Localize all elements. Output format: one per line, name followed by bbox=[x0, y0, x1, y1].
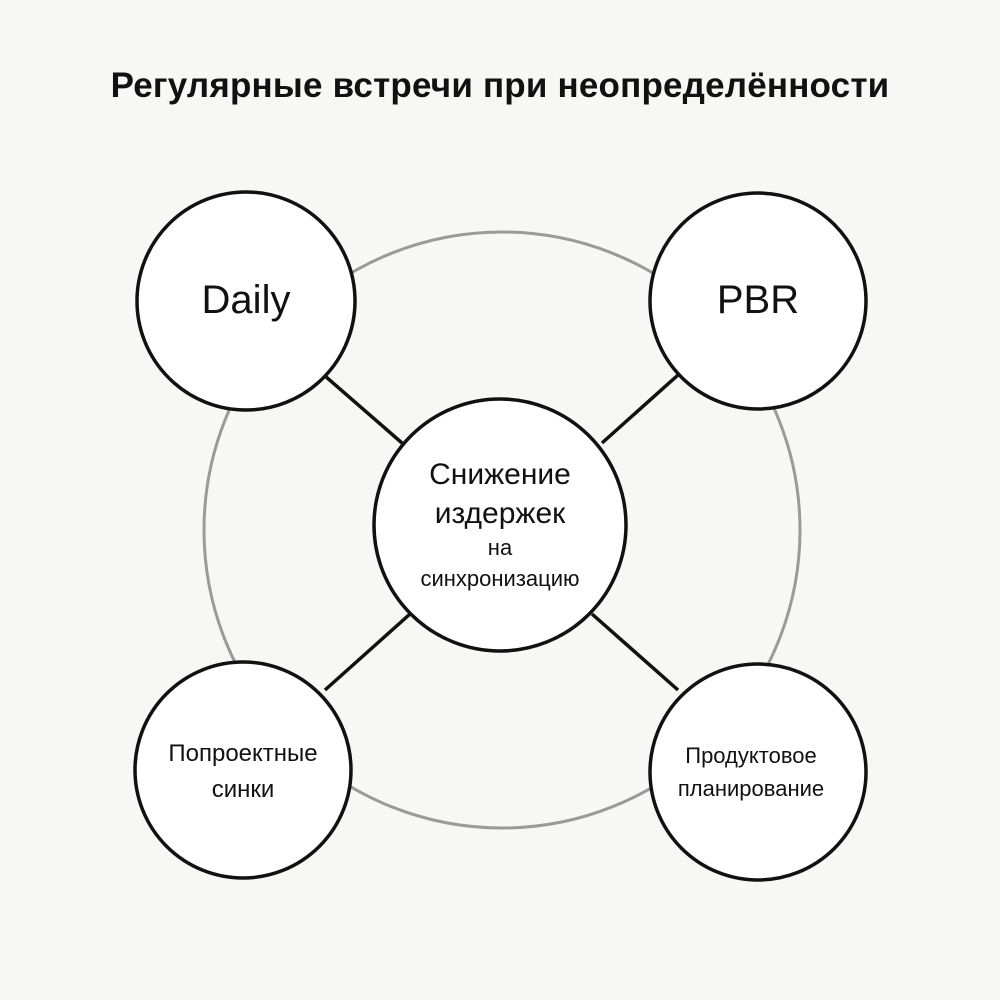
product-line-2: планирование bbox=[677, 776, 825, 801]
center-line-3: на bbox=[487, 535, 513, 561]
node-daily-label: Daily bbox=[201, 278, 291, 322]
center-line-1: Снижение bbox=[429, 458, 571, 492]
projects-line-2: синки bbox=[211, 776, 275, 803]
center-line-2: издержек bbox=[434, 497, 566, 531]
connector-product bbox=[590, 612, 680, 692]
center-line-4: синхронизацию bbox=[420, 566, 580, 591]
node-daily-circle bbox=[135, 190, 357, 412]
node-center-label: Снижение издержек на синхронизацию bbox=[380, 440, 620, 610]
diagram-title: Регулярные встречи при неопределённости bbox=[110, 66, 890, 105]
node-product-circle bbox=[648, 662, 868, 882]
node-pbr-circle bbox=[648, 191, 868, 411]
node-projects-circle bbox=[133, 660, 353, 880]
outer-ring bbox=[202, 230, 802, 830]
node-projects-label: Попроектные синки bbox=[133, 722, 353, 822]
product-line-1: Продуктовое bbox=[685, 743, 817, 768]
connector-pbr bbox=[600, 373, 680, 445]
node-product-label: Продуктовое планирование bbox=[646, 722, 856, 822]
node-pbr-label: PBR bbox=[716, 278, 800, 322]
node-center-circle bbox=[372, 397, 628, 653]
connector-projects bbox=[323, 612, 412, 692]
projects-line-1: Попроектные bbox=[168, 740, 318, 767]
connector-daily bbox=[323, 374, 404, 445]
